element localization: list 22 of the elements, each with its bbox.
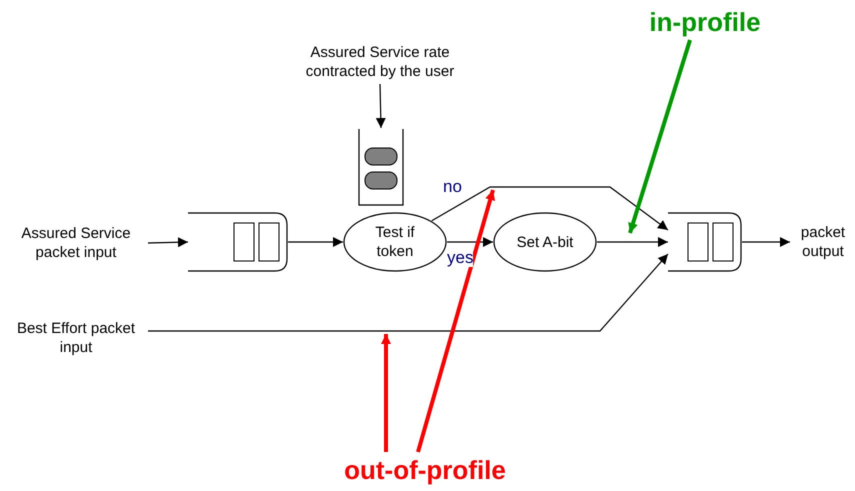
token-bucket-drawing: [358, 128, 404, 206]
arrow: [148, 237, 188, 248]
arrow: [376, 84, 386, 128]
callout-text: out-of-profile: [325, 452, 525, 488]
process-ellipse: Set A-bit: [493, 212, 597, 272]
node-text: Assured Service rate contracted by the user: [280, 40, 480, 84]
arrow: [431, 186, 668, 230]
arrow: [447, 237, 493, 247]
arrow: [416, 189, 496, 453]
process-ellipse: Test if token: [343, 212, 447, 272]
arrow: [742, 237, 790, 247]
arrow: [381, 334, 391, 452]
arrow: [148, 254, 668, 332]
arrow: [628, 39, 692, 234]
packet-queue: [668, 212, 742, 272]
node-text: Best Effort packet input: [4, 318, 148, 358]
node-text: packet output: [790, 222, 855, 262]
node-text: Assured Service packet input: [4, 223, 148, 263]
callout-text: in-profile: [630, 4, 780, 40]
arrow: [597, 237, 668, 247]
arrow: [288, 237, 343, 247]
packet-queue: [188, 212, 288, 272]
